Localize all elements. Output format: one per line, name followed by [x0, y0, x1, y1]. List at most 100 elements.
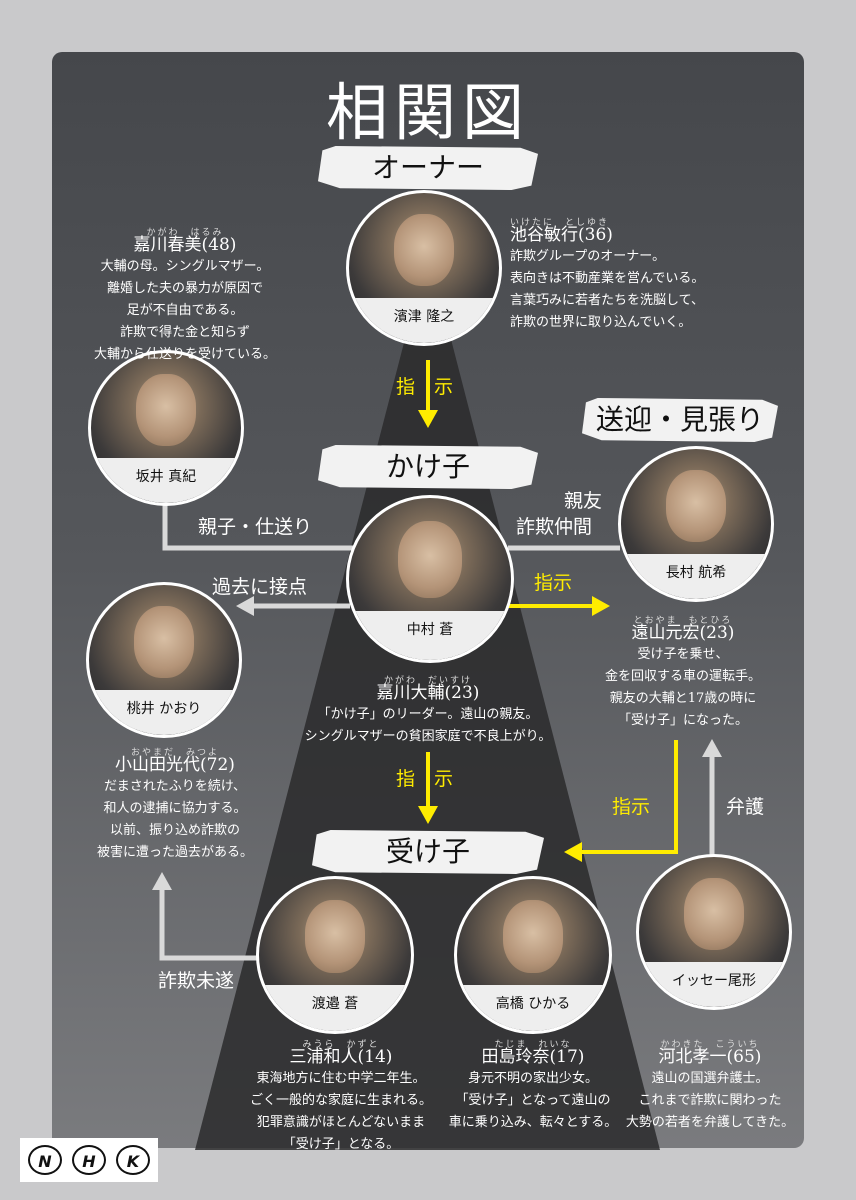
desc-line: 親友の大輔と17歳の時に — [609, 691, 757, 706]
character-name: 嘉川大輔(23) — [376, 683, 480, 703]
desc-line: 詐欺の世界に取り込んでいく。 — [510, 315, 692, 330]
banner-pickup: 送迎・見張り — [582, 398, 778, 442]
character-ikeya: いけたに としゆき 池谷敏行(36) 詐欺グループのオーナー。 表向きは不動産業… — [510, 212, 810, 334]
arrow-head-attempt — [152, 872, 172, 890]
character-name: 池谷敏行(36) — [510, 225, 613, 245]
desc-line: 「受け子」となって遠山の — [455, 1093, 611, 1108]
label-order-right: 指示 — [534, 572, 573, 594]
character-harumi: かがわ はるみ 嘉川春美(48) 大輔の母。シングルマザー。 離婚した夫の暴力が… — [60, 222, 310, 366]
portrait-caption: 渡邉 蒼 — [259, 985, 411, 1031]
desc-line: 和人の逮捕に協力する。 — [103, 801, 247, 816]
portrait-caption: イッセー尾形 — [639, 962, 789, 1007]
desc-line: 身元不明の家出少女。 — [467, 1071, 598, 1086]
desc-line: シングルマザーの貧困家庭で不良上がり。 — [304, 729, 552, 744]
desc-line: 大輔の母。シングルマザー。 — [100, 259, 270, 274]
face-shape — [502, 900, 564, 974]
name-reading: たじま れいな — [494, 1040, 572, 1050]
desc-line: 詐欺グループのオーナー。 — [510, 249, 666, 264]
portrait-sakai: 坂井 真紀 — [88, 350, 244, 506]
logo-letter-k: K — [116, 1145, 150, 1175]
face-shape — [666, 470, 726, 542]
portrait-nakamura: 中村 蒼 — [346, 495, 514, 663]
character-mitsuyo: おやまだ みつよ 小山田光代(72) だまされたふりを続け、 和人の逮捕に協力す… — [60, 742, 290, 864]
logo-letter-h: H — [72, 1145, 106, 1175]
character-name: 遠山元宏(23) — [631, 623, 735, 643]
character-koichi: かわきた こういち 河北孝一(65) 遠山の国選弁護士。 これまで詐欺に関わった… — [610, 1034, 810, 1134]
label-defend: 弁護 — [726, 796, 765, 818]
character-name: 三浦和人(14) — [289, 1047, 393, 1067]
name-reading: かわきた こういち — [660, 1040, 760, 1050]
desc-line: 犯罪意識がほとんどないまま — [256, 1115, 426, 1130]
desc-line: 「受け子」となる。 — [282, 1137, 400, 1152]
arrow-head-1 — [418, 410, 438, 428]
banner-ukeko: 受け子 — [312, 830, 544, 874]
character-name: 田島玲奈(17) — [481, 1047, 585, 1067]
label-order-2: 指 示 — [396, 768, 454, 790]
label-order-lower: 指示 — [612, 796, 651, 818]
desc-line: だまされたふりを続け、 — [103, 779, 247, 794]
desc-line: 「受け子」になった。 — [617, 713, 748, 728]
logo-letter-n: N — [28, 1145, 62, 1175]
face-shape — [397, 520, 463, 599]
arrow-head-2 — [418, 806, 438, 824]
desc-line: 受け子を乗せ、 — [637, 647, 729, 662]
face-shape — [304, 900, 366, 974]
face-shape — [394, 214, 454, 286]
desc-line: ごく一般的な家庭に生まれる。 — [249, 1093, 432, 1108]
banner-owner: オーナー — [318, 146, 538, 190]
desc-line: 東海地方に住む中学二年生。 — [256, 1071, 426, 1086]
line-attempt — [159, 888, 258, 961]
arrow-head-defend — [702, 739, 722, 757]
desc-line: 言葉巧みに若者たちを洗脳して、 — [510, 293, 704, 308]
name-reading: かがわ だいすけ — [383, 676, 472, 686]
face-shape — [684, 878, 744, 950]
desc-line: 金を回収する車の運転手。 — [604, 669, 761, 684]
portrait-takahashi: 高橋 ひかる — [454, 876, 612, 1034]
desc-line: 車に乗り込み、転々とする。 — [448, 1115, 618, 1130]
portrait-caption: 濱津 隆之 — [349, 298, 499, 343]
character-name: 嘉川春美(48) — [133, 235, 237, 255]
label-friend-2: 詐欺仲間 — [516, 516, 593, 538]
name-reading: いけたに としゆき — [510, 218, 610, 228]
portrait-nagamura: 長村 航希 — [618, 446, 774, 602]
name-reading: とおやま もとひろ — [633, 616, 733, 626]
character-toyama: とおやま もとひろ 遠山元宏(23) 受け子を乗せ、 金を回収する車の運転手。 … — [568, 610, 798, 732]
name-reading: おやまだ みつよ — [130, 748, 219, 758]
portrait-caption: 坂井 真紀 — [91, 458, 241, 503]
arrow-head-3 — [592, 596, 610, 616]
character-kazuto: みうら かずと 三浦和人(14) 東海地方に住む中学二年生。 ごく一般的な家庭に… — [226, 1034, 456, 1156]
desc-line: 詐欺で得た金と知らず — [120, 325, 250, 340]
line-parent — [162, 498, 355, 551]
character-name: 河北孝一(65) — [658, 1047, 762, 1067]
banner-kakeko: かけ子 — [318, 445, 538, 489]
label-friend-1: 親友 — [564, 490, 603, 512]
desc-line: 以前、振り込め詐欺の — [109, 823, 240, 838]
desc-line: 大輔から仕送りを受けている。 — [93, 347, 276, 362]
portrait-caption: 高橋 ひかる — [457, 985, 609, 1031]
portrait-watanabe: 渡邉 蒼 — [256, 876, 414, 1034]
page-title: 相関図 — [325, 76, 530, 149]
label-parent: 親子・仕送り — [198, 516, 313, 538]
desc-line: 離婚した夫の暴力が原因で — [106, 281, 263, 296]
portrait-caption: 桃井 かおり — [89, 690, 239, 735]
face-shape — [134, 606, 194, 678]
portrait-owner: 濱津 隆之 — [346, 190, 502, 346]
desc-line: 大勢の若者を弁護してきた。 — [625, 1115, 795, 1130]
desc-line: 表向きは不動産業を営んでいる。 — [510, 271, 705, 286]
desc-line: 被害に遭った過去がある。 — [96, 845, 253, 860]
portrait-momoi: 桃井 かおり — [86, 582, 242, 738]
desc-line: これまで詐欺に関わった — [638, 1093, 782, 1108]
character-daisuke: かがわ だいすけ 嘉川大輔(23) 「かけ子」のリーダー。遠山の親友。 シングル… — [268, 670, 588, 748]
desc-line: 「かけ子」のリーダー。遠山の親友。 — [317, 707, 539, 722]
label-order-1: 指 示 — [396, 376, 454, 398]
desc-line: 足が不自由である。 — [126, 303, 244, 318]
arrow-toyama-to-ukeko — [580, 740, 678, 854]
nhk-logo: N H K — [20, 1138, 158, 1182]
label-attempt: 詐欺未遂 — [158, 970, 235, 992]
arrow-head-past — [236, 596, 254, 616]
portrait-isseh: イッセー尾形 — [636, 854, 792, 1010]
label-past: 過去に接点 — [212, 576, 308, 598]
character-name: 小山田光代(72) — [115, 755, 235, 775]
name-reading: かがわ はるみ — [146, 228, 224, 238]
portrait-caption: 長村 航希 — [621, 554, 771, 599]
